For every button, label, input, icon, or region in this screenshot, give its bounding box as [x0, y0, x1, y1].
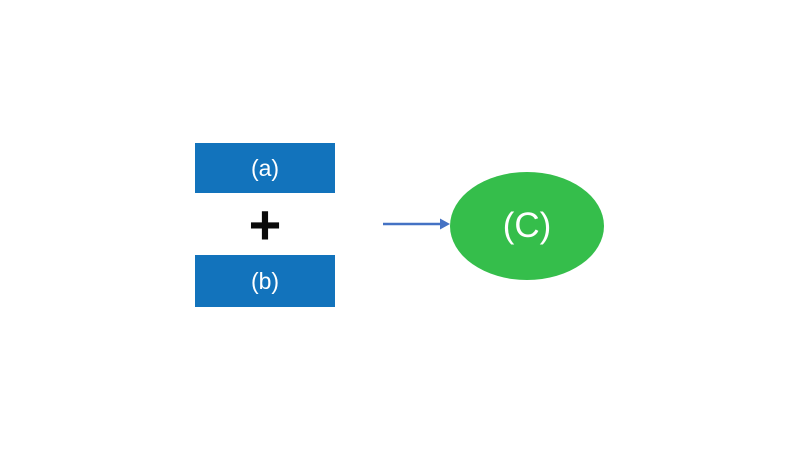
- result-ellipse: (C): [450, 172, 604, 280]
- input-box-a-label: (a): [250, 154, 280, 181]
- input-box-b: (b): [195, 255, 335, 307]
- input-box-a: (a): [195, 143, 335, 193]
- right-arrow-icon: [383, 218, 450, 230]
- result-ellipse-label: (C): [502, 206, 552, 245]
- plus-operator: +: [235, 196, 295, 254]
- plus-operator-label: +: [248, 193, 282, 256]
- input-box-b-label: (b): [250, 267, 280, 294]
